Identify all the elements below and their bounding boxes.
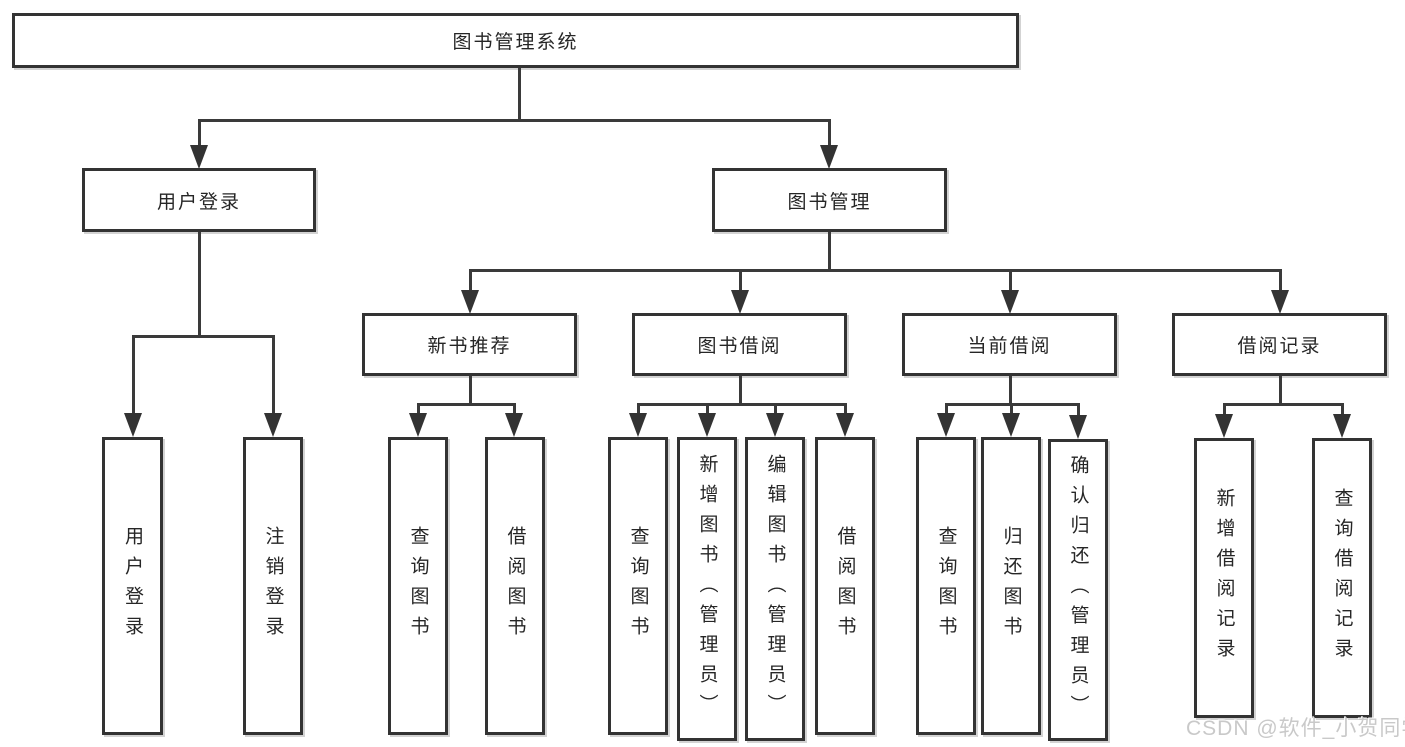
arrow-down-icon	[698, 413, 716, 437]
arrow-down-icon	[505, 413, 523, 437]
connector-line	[198, 119, 831, 122]
leaf-edit-books-admin: 编辑图书（管理员）	[745, 437, 805, 741]
node-book-borrowing: 图书借阅	[632, 313, 847, 376]
node-label: 借阅记录	[1237, 336, 1322, 357]
connector-line	[774, 403, 777, 417]
connector-line	[1010, 403, 1013, 417]
node-current-borrowing: 当前借阅	[902, 313, 1117, 376]
node-label: 新增借阅记录	[1213, 488, 1235, 668]
connector-line	[132, 335, 135, 417]
connector-line	[513, 403, 516, 417]
arrow-down-icon	[124, 413, 142, 437]
arrow-down-icon	[731, 290, 749, 314]
leaf-borrow-books-1: 借阅图书	[485, 437, 545, 735]
node-label: 注销登录	[262, 526, 284, 646]
connector-line	[706, 403, 709, 417]
node-label: 借阅图书	[504, 526, 526, 646]
node-label: 借阅图书	[834, 526, 856, 646]
arrow-down-icon	[1271, 290, 1289, 314]
connector-line	[469, 269, 472, 293]
connector-line	[272, 335, 275, 417]
leaf-add-books-admin: 新增图书（管理员）	[677, 437, 737, 741]
leaf-query-books-3: 查询图书	[916, 437, 976, 735]
node-label: 图书管理	[787, 191, 872, 213]
connector-line	[518, 68, 521, 121]
connector-line	[637, 403, 846, 406]
arrow-down-icon	[409, 413, 427, 437]
leaf-logout: 注销登录	[243, 437, 303, 735]
connector-line	[1009, 269, 1012, 293]
node-label: 查询图书	[627, 526, 649, 646]
node-label: 当前借阅	[967, 336, 1052, 357]
connector-line	[945, 403, 948, 417]
leaf-query-borrow-record: 查询借阅记录	[1312, 438, 1372, 718]
node-label: 归还图书	[1000, 526, 1022, 646]
node-label: 查询借阅记录	[1331, 488, 1353, 668]
connector-line	[739, 376, 742, 406]
connector-line	[417, 403, 515, 406]
arrow-down-icon	[1069, 415, 1087, 439]
connector-line	[1279, 269, 1282, 293]
connector-line	[1341, 403, 1344, 418]
leaf-user-login: 用户登录	[102, 437, 163, 735]
node-label: 用户登录	[122, 526, 143, 646]
connector-line	[828, 119, 831, 149]
arrow-down-icon	[937, 413, 955, 437]
node-label: 查询图书	[407, 526, 429, 646]
connector-line	[1223, 403, 1226, 418]
arrow-down-icon	[1002, 413, 1020, 437]
node-label: 确认归还（管理员）	[1067, 455, 1089, 725]
arrow-down-icon	[766, 413, 784, 437]
leaf-query-books-2: 查询图书	[608, 437, 668, 735]
connector-line	[469, 376, 472, 406]
node-label: 新增图书（管理员）	[696, 454, 718, 724]
node-label: 图书借阅	[697, 336, 782, 357]
node-user-login: 用户登录	[82, 168, 316, 232]
connector-line	[637, 403, 640, 417]
connector-line	[198, 232, 201, 338]
node-label: 用户登录	[156, 191, 241, 213]
connector-line	[1279, 376, 1282, 406]
arrow-down-icon	[190, 145, 208, 169]
arrow-down-icon	[264, 413, 282, 437]
arrow-down-icon	[461, 290, 479, 314]
node-borrowing-records: 借阅记录	[1172, 313, 1387, 376]
connector-line	[739, 269, 742, 293]
node-book-management: 图书管理	[712, 168, 947, 232]
connector-line	[417, 403, 420, 417]
leaf-return-books: 归还图书	[981, 437, 1041, 735]
leaf-query-books-1: 查询图书	[388, 437, 448, 735]
arrow-down-icon	[1333, 414, 1351, 438]
node-label: 新书推荐	[427, 336, 512, 357]
connector-line	[198, 119, 201, 149]
arrow-down-icon	[629, 413, 647, 437]
node-label: 编辑图书（管理员）	[764, 454, 786, 724]
arrow-down-icon	[836, 413, 854, 437]
arrow-down-icon	[1215, 414, 1233, 438]
connector-line	[1009, 376, 1012, 406]
connector-line	[469, 269, 1281, 272]
connector-line	[1223, 403, 1343, 406]
leaf-add-borrow-record: 新增借阅记录	[1194, 438, 1254, 718]
connector-line	[844, 403, 847, 417]
node-label: 图书管理系统	[452, 32, 579, 53]
connector-line	[1077, 403, 1080, 419]
node-library-management-system: 图书管理系统	[12, 13, 1019, 68]
node-label: 查询图书	[935, 526, 957, 646]
csdn-watermark: CSDN @软件_小贺同学	[1186, 717, 1405, 740]
node-new-book-recommendation: 新书推荐	[362, 313, 577, 376]
arrow-down-icon	[820, 145, 838, 169]
connector-line	[132, 335, 274, 338]
leaf-confirm-return-admin: 确认归还（管理员）	[1048, 439, 1108, 741]
connector-line	[828, 232, 831, 272]
arrow-down-icon	[1001, 290, 1019, 314]
leaf-borrow-books-2: 借阅图书	[815, 437, 875, 735]
